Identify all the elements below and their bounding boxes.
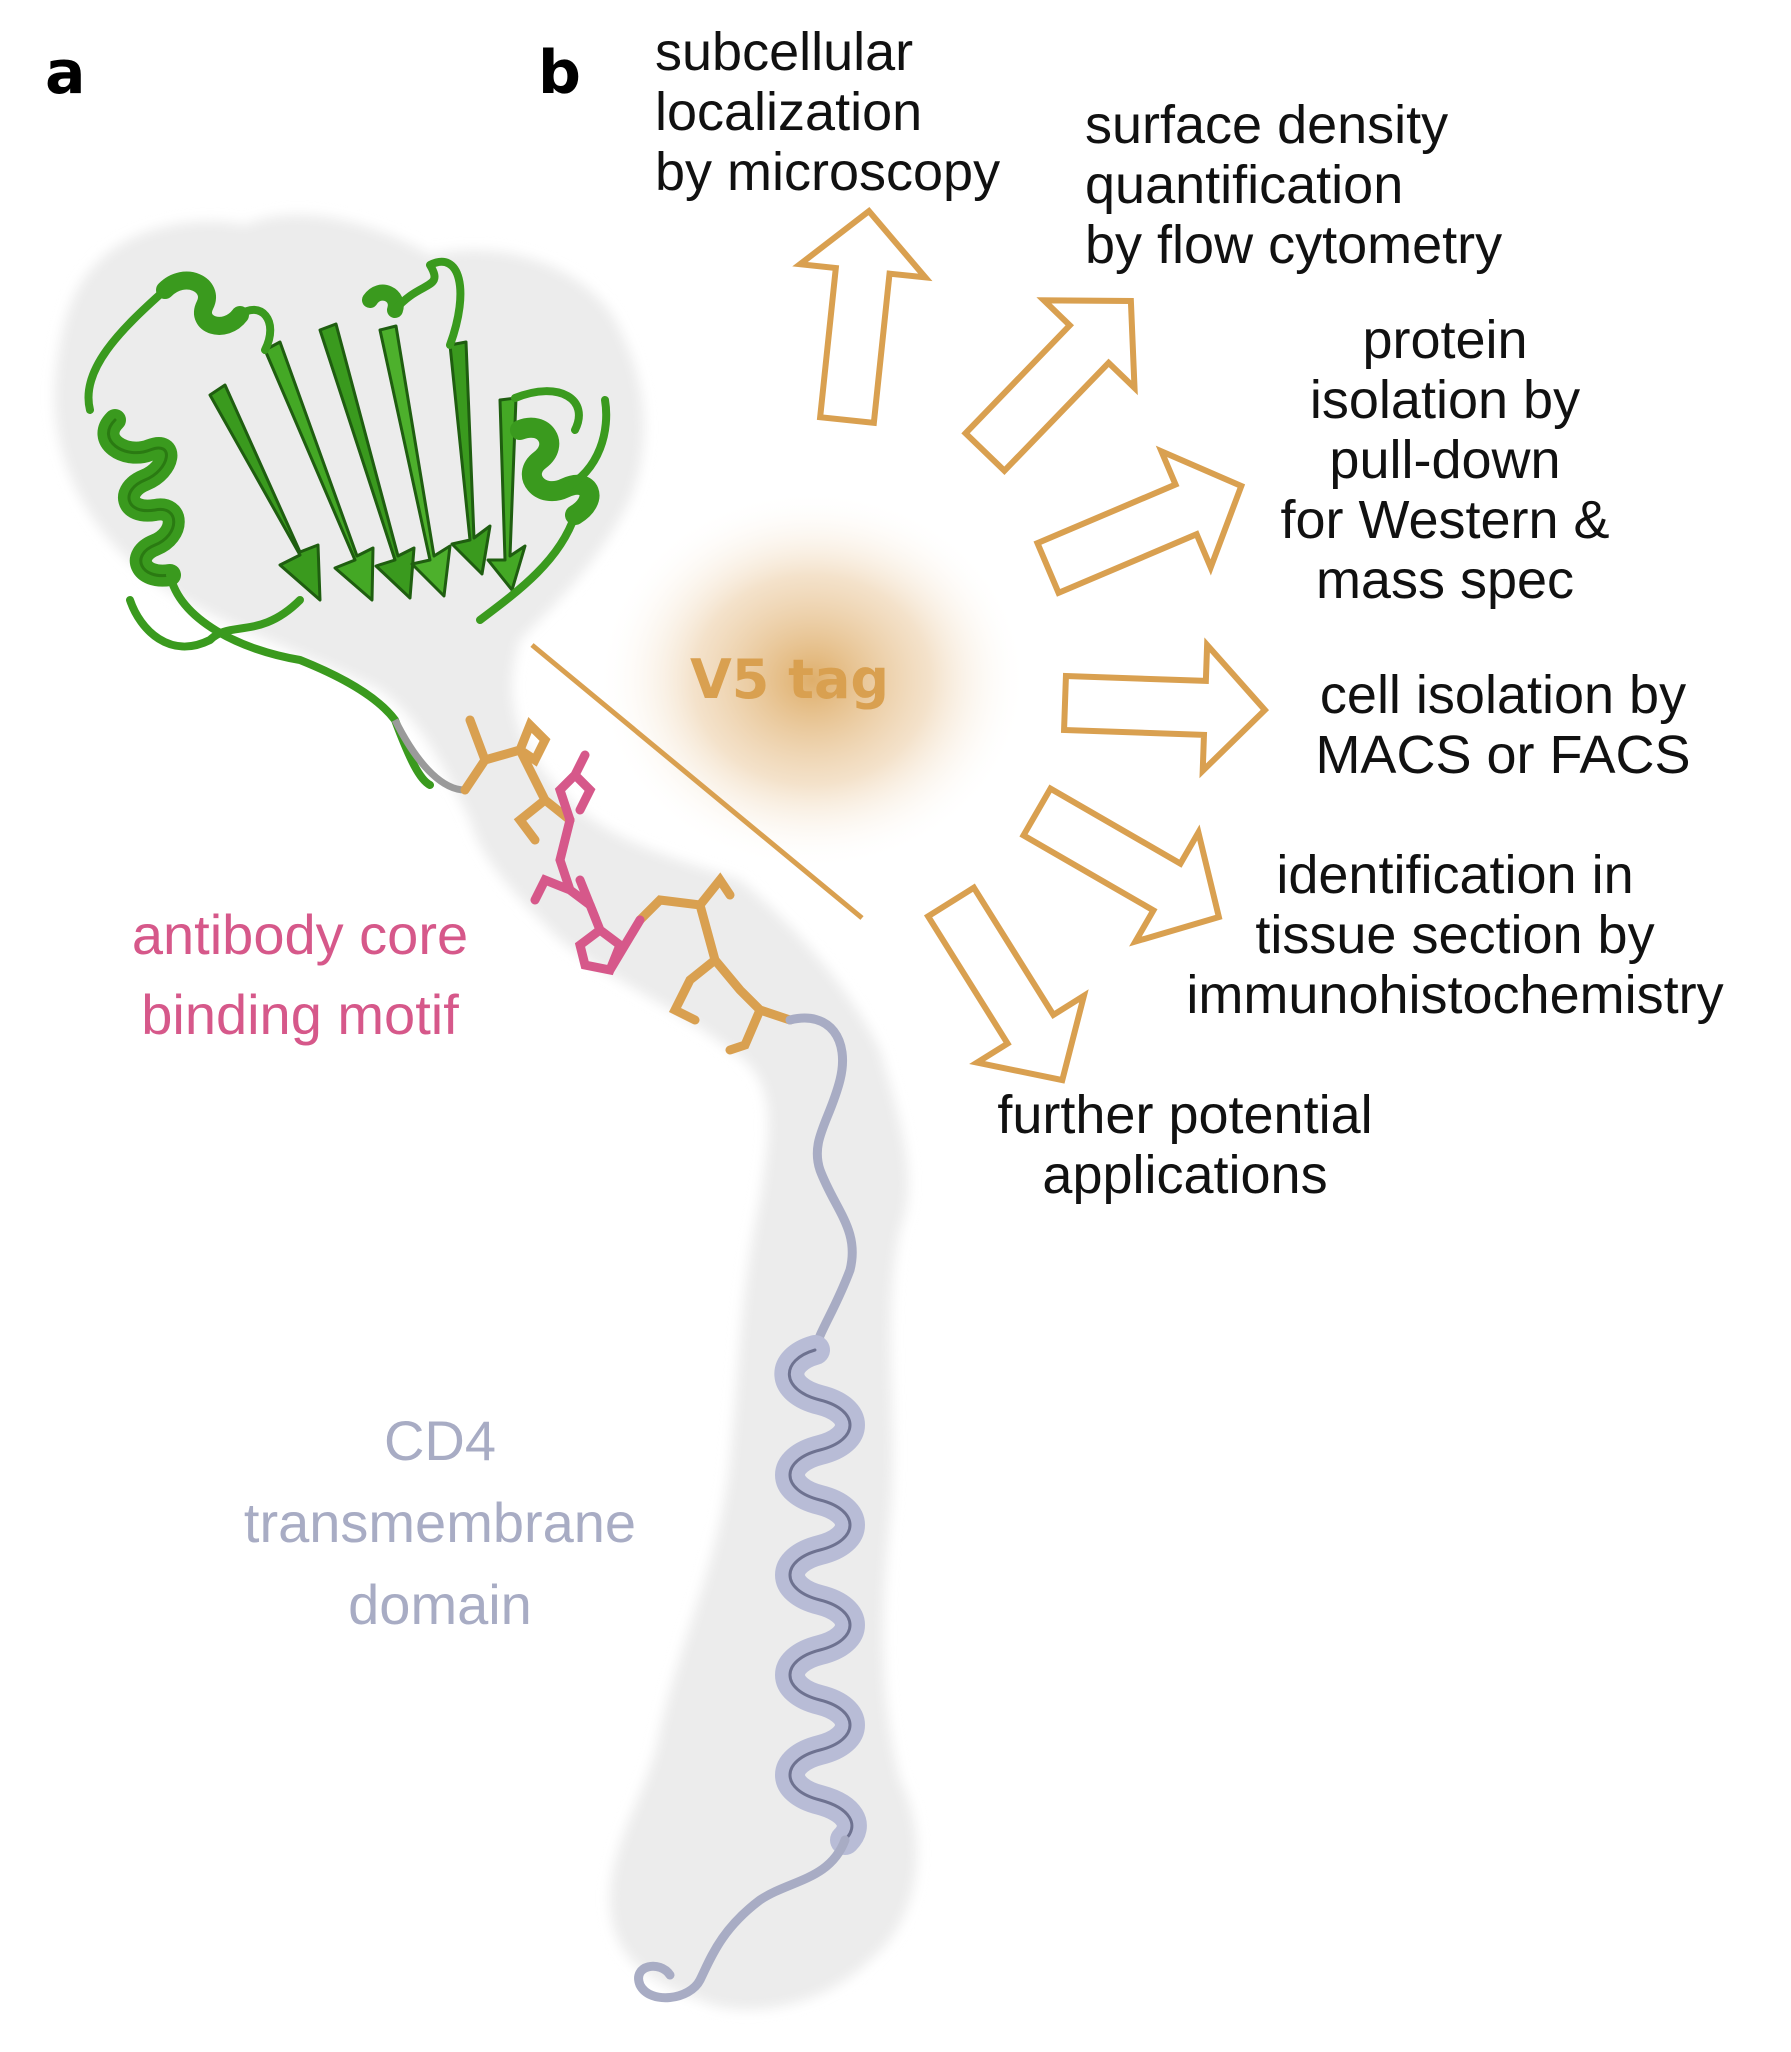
divider-line <box>530 643 864 920</box>
application-flow-cytometry: surface density quantification by flow c… <box>1085 95 1502 275</box>
v5-tag-residues <box>460 715 795 1055</box>
application-further: further potential applications <box>955 1085 1415 1205</box>
arrow-ihc <box>1019 784 1223 947</box>
label-line: CD4 <box>383 1409 497 1472</box>
arrow-pull-down <box>1033 445 1246 597</box>
label-line: pull-down <box>1329 430 1561 490</box>
label-line: domain <box>348 1573 532 1636</box>
label-line: identification in <box>1276 845 1634 905</box>
binding-motif-residues <box>530 750 645 976</box>
label-line: surface density <box>1085 95 1449 155</box>
application-ihc: identification in tissue section by immu… <box>1135 845 1775 1025</box>
linker <box>391 718 466 794</box>
application-cell-isolation: cell isolation by MACS or FACS <box>1268 665 1738 785</box>
label-line: protein <box>1362 310 1528 370</box>
label-line: for Western & <box>1280 490 1610 550</box>
label-line: further potential <box>997 1085 1373 1145</box>
label-line: by microscopy <box>655 142 1001 202</box>
label-line: cell isolation by <box>1319 665 1687 725</box>
v5-tag-glow <box>597 490 1027 870</box>
arrow-microscopy <box>792 207 933 427</box>
transmembrane-label: CD4 transmembrane domain <box>205 1400 675 1646</box>
v5-tag-label: V5 tag <box>690 648 890 711</box>
label-line: localization <box>655 82 923 142</box>
label-line: tissue section by <box>1255 905 1655 965</box>
label-line: isolation by <box>1309 370 1581 430</box>
label-line: mass spec <box>1315 550 1575 610</box>
motif-label: antibody core binding motif <box>90 895 510 1055</box>
protein-domain <box>84 257 611 789</box>
label-line: by flow cytometry <box>1085 215 1503 275</box>
application-pull-down: protein isolation by pull-down for Weste… <box>1210 310 1680 610</box>
label-line: transmembrane <box>243 1491 637 1554</box>
label-line: binding motif <box>141 983 459 1046</box>
arrow-flow-cytometry <box>961 297 1138 475</box>
label-line: immunohistochemistry <box>1186 965 1724 1025</box>
label-line: quantification <box>1085 155 1404 215</box>
panel-label-b: b <box>538 38 581 108</box>
label-line: antibody core <box>131 903 469 966</box>
label-line: applications <box>1042 1145 1328 1205</box>
label-line: MACS or FACS <box>1315 725 1691 785</box>
arrow-further-applications <box>923 883 1089 1084</box>
transmembrane-domain <box>634 1013 867 2003</box>
arrow-cell-isolation <box>1060 637 1270 779</box>
label-line: subcellular <box>655 22 914 82</box>
molecular-surface <box>54 214 917 2010</box>
application-microscopy: subcellular localization by microscopy <box>655 22 1000 202</box>
panel-label-a: a <box>45 38 86 108</box>
